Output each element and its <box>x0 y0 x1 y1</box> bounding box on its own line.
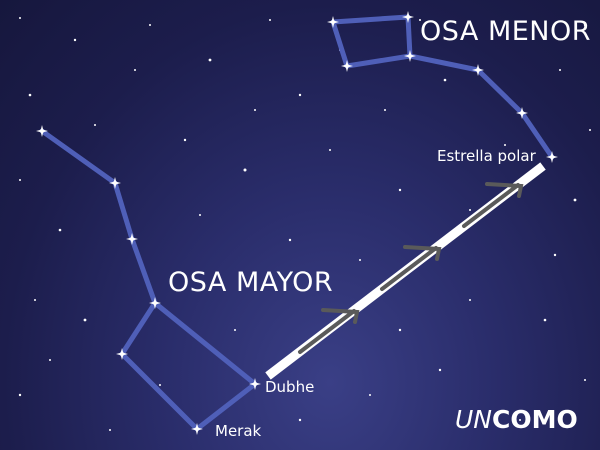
arrow-chevron <box>321 182 524 324</box>
merak-label: Merak <box>215 422 262 440</box>
estrella-polar-label: Estrella polar <box>437 147 536 165</box>
pointer-line <box>265 162 546 380</box>
osa-mayor-label: OSA MAYOR <box>168 267 334 298</box>
osa-mayor-lines <box>39 128 258 432</box>
background-stars <box>18 17 591 431</box>
osa-menor-label: OSA MENOR <box>420 16 592 47</box>
dubhe-label: Dubhe <box>265 378 315 396</box>
uncomo-logo: UNCOMO <box>455 405 578 434</box>
